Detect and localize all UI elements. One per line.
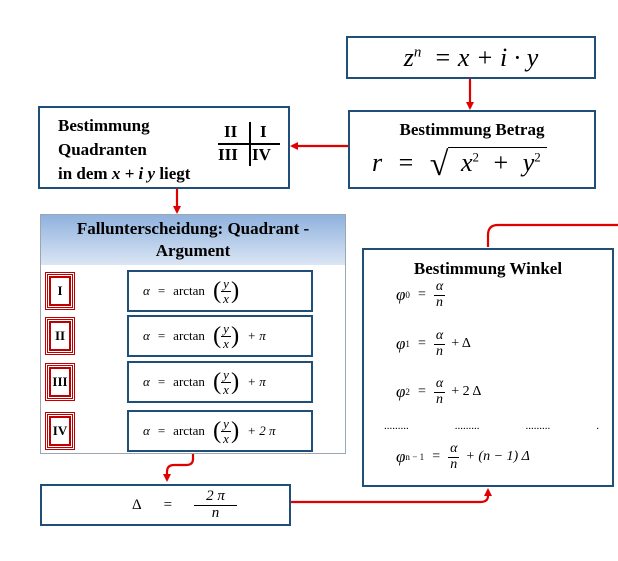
winkel-title: Bestimmung Winkel [413, 259, 563, 278]
fall-header: Fallunterscheidung: Quadrant - Argument [41, 215, 345, 265]
z-exponent: n [413, 43, 422, 60]
quadrant-badge-iii: III [45, 363, 75, 401]
quadrant-ii: II [224, 122, 238, 141]
betrag-box: Bestimmung Betrag r = √ x2 + y2 [348, 110, 596, 189]
z-equation: zn = x + i · y [404, 43, 539, 73]
quadrant-grid: II I III IV [218, 122, 280, 166]
quadrant-badge-iv: IV [45, 412, 75, 450]
z-equation-box: zn = x + i · y [346, 36, 596, 79]
arrow-offpage-to-winkel [486, 223, 618, 247]
quadrant-i: I [260, 122, 267, 141]
winkel-dots: ......... ......... ......... . [384, 420, 599, 432]
quadrant-box: Bestimmung Quadranten in dem x + i y lie… [38, 106, 290, 189]
z-rhs: = x + i · y [433, 42, 539, 72]
quadrant-badge-i: I [45, 272, 75, 310]
quadrant-iv: IV [252, 145, 271, 164]
arrow-fall-to-delta [163, 452, 195, 482]
delta-symbol: Δ [132, 496, 142, 513]
quadrant-badge-ii: II [45, 317, 75, 355]
arrow-delta-to-winkel [291, 488, 492, 504]
betrag-title: Bestimmung Betrag [399, 120, 545, 139]
quadrant-iii: III [218, 145, 238, 164]
betrag-formula: r = √ x2 + y2 [372, 146, 547, 184]
z-base: z [403, 42, 414, 72]
quadrant-text: Bestimmung Quadranten in dem x + i y lie… [58, 116, 191, 183]
